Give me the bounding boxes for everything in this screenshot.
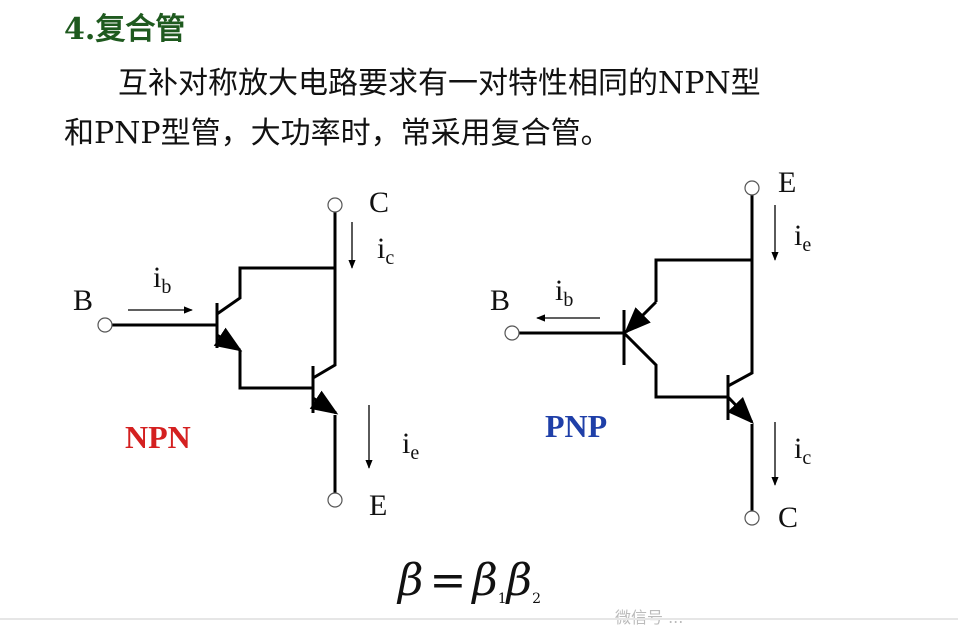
npn-collector-terminal (327, 197, 343, 213)
pnp-ib-label: ib (555, 274, 573, 311)
pnp-t1-collector (622, 331, 728, 399)
npn-ib-label: ib (153, 261, 171, 298)
paragraph-line-1: 互补对称放大电路要求有一对特性相同的NPN型 (118, 66, 761, 101)
npn-t2-emitter-arrow (309, 390, 339, 415)
beta-formula: β=β1β2 (396, 555, 541, 607)
npn-label-e: E (369, 489, 387, 522)
npn-ic-label: ic (377, 232, 394, 269)
pnp-base-terminal (504, 325, 520, 341)
npn-emitter-terminal (327, 492, 343, 508)
npn-t1-emitter-wire (238, 350, 313, 390)
pnp-t1-emitter-wire (654, 258, 752, 302)
pnp-ic-label: ic (794, 432, 811, 469)
pnp-composite: B E C ib ie ic PNP (490, 166, 811, 534)
npn-composite: B C E ib ic ie NPN (73, 186, 419, 522)
paragraph-line-2: 和PNP型管，大功率时，常采用复合管。 (64, 116, 611, 151)
pnp-collector-terminal (744, 510, 760, 526)
pnp-emitter-wire (727, 195, 754, 388)
npn-ie-label: ie (402, 427, 419, 464)
npn-t1-collector (216, 266, 335, 316)
pnp-emitter-terminal (744, 180, 760, 196)
slide-title: 4.复合管 (64, 12, 186, 47)
npn-type-label: NPN (125, 419, 191, 455)
pnp-type-label: PNP (545, 408, 607, 444)
pnp-label-e: E (778, 166, 796, 199)
npn-base-terminal (97, 317, 113, 333)
pnp-t1-emitter-arrow (624, 300, 658, 334)
pnp-label-b: B (490, 284, 510, 317)
footer-divider (0, 618, 958, 620)
pnp-ie-label: ie (794, 219, 811, 256)
npn-label-c: C (369, 186, 389, 219)
watermark: 微信号 ... (615, 604, 683, 628)
npn-label-b: B (73, 284, 93, 317)
pnp-label-c: C (778, 501, 798, 534)
npn-t1-emitter-arrow (213, 327, 243, 352)
pnp-t2-emitter-arrow (726, 395, 754, 424)
npn-collector-wire (312, 212, 337, 380)
